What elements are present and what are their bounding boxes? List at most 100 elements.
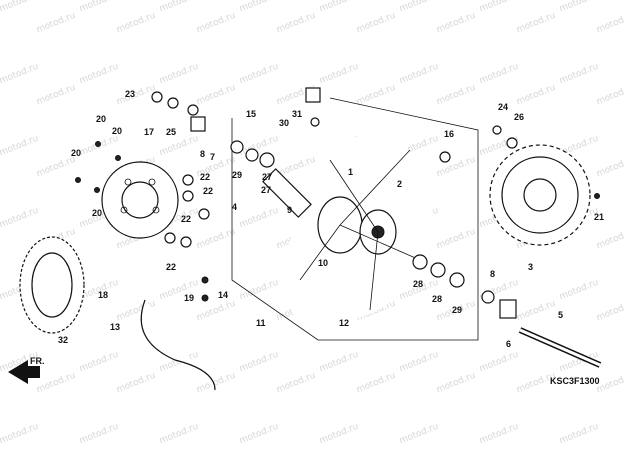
watermark-text: motod.ru (398, 62, 440, 87)
callout-22: 22 (200, 172, 210, 182)
watermark-text: motod.ru (35, 83, 77, 108)
watermark-text: motod.ru (195, 227, 237, 252)
watermark-text: motod.ru (115, 11, 157, 36)
disc-32 (19, 236, 85, 334)
callout-18: 18 (98, 290, 108, 300)
watermark-text: motod.ru (355, 371, 397, 396)
watermark-text: motod.ru (435, 83, 477, 108)
watermark-text: motod.ru (515, 11, 557, 36)
callout-22: 22 (181, 214, 191, 224)
watermark-text: motod.ru (558, 0, 600, 14)
watermark-text: motod.ru (195, 83, 237, 108)
watermark-text: motod.ru (195, 11, 237, 36)
watermark-text: motod.ru (238, 206, 280, 231)
watermark-text: motod.ru (238, 134, 280, 159)
callout-25: 25 (166, 127, 176, 137)
watermark-text: motod.ru (35, 371, 77, 396)
collar (262, 168, 312, 218)
callout-22: 22 (203, 186, 213, 196)
watermark-text: motod.ru (318, 0, 360, 14)
watermark-text: motod.ru (355, 11, 397, 36)
watermark-text: motod.ru (238, 422, 280, 447)
callout-8: 8 (200, 149, 205, 159)
watermark-text: motod.ru (478, 0, 520, 14)
callout-29: 29 (452, 305, 462, 315)
watermark-text: motod.ru (435, 227, 477, 252)
watermark-text: motod.ru (195, 299, 237, 324)
watermark-text: motod.ru (355, 83, 397, 108)
callout-26: 26 (514, 112, 524, 122)
watermark-text: motod.ru (398, 0, 440, 14)
callout-22: 22 (166, 262, 176, 272)
watermark-text: motod.ru (158, 0, 200, 14)
watermark-text: motod.ru (158, 134, 200, 159)
callout-15: 15 (246, 109, 256, 119)
watermark-text: motod.ru (318, 350, 360, 375)
hub (299, 149, 421, 311)
small-parts (75, 87, 600, 319)
brake-disc (101, 161, 179, 239)
watermark-text: motod.ru (558, 422, 600, 447)
watermark-text: motod.ru (595, 299, 625, 324)
watermark-text: motod.ru (115, 371, 157, 396)
callout-31: 31 (292, 109, 302, 119)
callout-14: 14 (218, 290, 228, 300)
callout-29: 29 (232, 170, 242, 180)
callout-19: 19 (184, 293, 194, 303)
watermark-text: motod.ru (595, 371, 625, 396)
watermark-text: motod.ru (275, 11, 317, 36)
callout-5: 5 (558, 310, 563, 320)
watermark-text: motod.ru (78, 0, 120, 14)
callout-16: 16 (444, 129, 454, 139)
watermark-text: motod.ru (515, 83, 557, 108)
watermark-text: motod.ru (398, 422, 440, 447)
watermark-text: motod.ru (78, 350, 120, 375)
watermark-text: motod.ru (238, 350, 280, 375)
callout-32: 32 (58, 335, 68, 345)
watermark-text: motod.ru (558, 62, 600, 87)
callout-7: 7 (210, 152, 215, 162)
callout-11: 11 (256, 318, 266, 328)
callout-3: 3 (528, 262, 533, 272)
watermark-text: motod.ru (78, 422, 120, 447)
watermark-text: motod.ru (238, 62, 280, 87)
callout-13: 13 (110, 322, 120, 332)
watermark-text: motod.ru (35, 11, 77, 36)
front-label: FR. (30, 356, 45, 366)
callout-9: 9 (287, 205, 292, 215)
callout-27: 27 (262, 172, 272, 182)
callout-4: 4 (232, 202, 237, 212)
callout-1: 1 (348, 167, 353, 177)
callout-8: 8 (490, 269, 495, 279)
callout-23: 23 (125, 89, 135, 99)
watermark-text: motod.ru (158, 62, 200, 87)
callout-20: 20 (96, 114, 106, 124)
sprocket (489, 144, 591, 246)
watermark-text: motod.ru (478, 422, 520, 447)
watermark-text: motod.ru (595, 11, 625, 36)
diagram-code: KSC3F1300 (550, 376, 600, 386)
callout-2: 2 (397, 179, 402, 189)
callout-21: 21 (594, 212, 604, 222)
watermark-text: motod.ru (0, 206, 40, 231)
watermark-text: motod.ru (435, 371, 477, 396)
watermark-text: motod.ru (318, 62, 360, 87)
watermark-text: motod.ru (0, 134, 40, 159)
front-arrow-icon: FR. (8, 356, 45, 384)
tire (140, 299, 216, 391)
watermark-text: motod.ru (478, 350, 520, 375)
watermark-text: motod.ru (515, 299, 557, 324)
callout-28: 28 (432, 294, 442, 304)
callout-12: 12 (339, 318, 349, 328)
callout-24: 24 (498, 102, 508, 112)
callout-6: 6 (506, 339, 511, 349)
watermark-text: motod.ru (318, 422, 360, 447)
watermark-text: motod.ru (195, 371, 237, 396)
watermark-text: motod.ru (78, 62, 120, 87)
callout-30: 30 (279, 118, 289, 128)
watermark-text: motod.ru (0, 62, 40, 87)
watermark-text: motod.ru (478, 62, 520, 87)
assembly-bracket (231, 97, 479, 341)
